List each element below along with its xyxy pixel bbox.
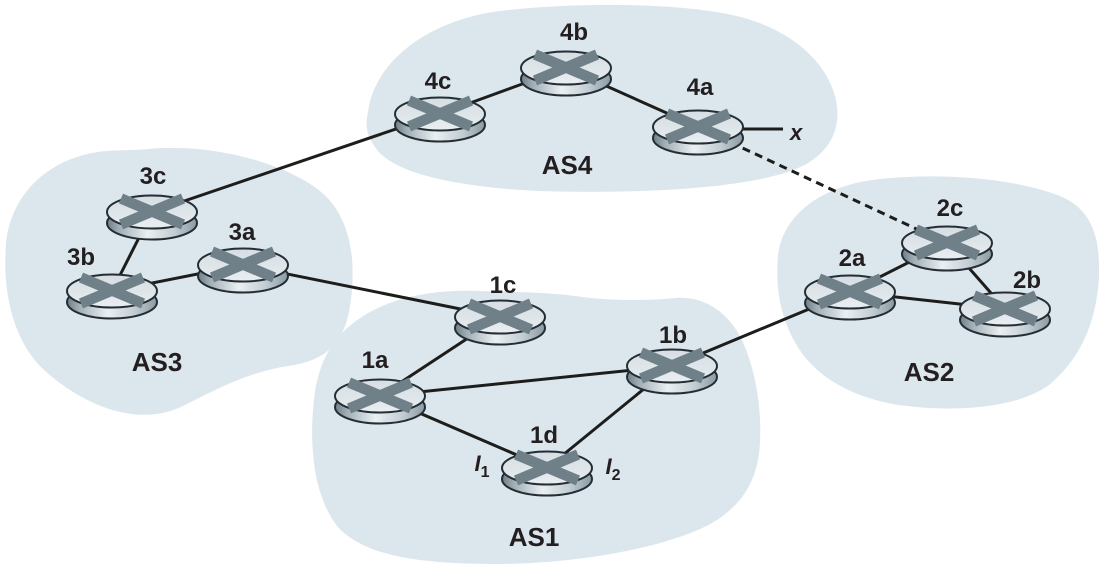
router-2c — [902, 227, 992, 271]
router-2b-label: 2b — [1013, 267, 1041, 294]
x-destination-label: x — [789, 120, 803, 145]
router-1c-label: 1c — [490, 272, 517, 299]
router-4c — [395, 98, 485, 142]
link-3c-4c — [151, 112, 441, 214]
router-1b-label: 1b — [659, 322, 687, 349]
i2-interface-label: I2 — [605, 454, 620, 484]
router-1d — [502, 452, 592, 496]
router-4b — [521, 52, 611, 96]
router-1a-label: 1a — [362, 347, 389, 374]
router-1b — [627, 350, 717, 394]
link-1a-1b — [379, 364, 673, 398]
router-1a — [335, 380, 425, 424]
router-4a — [653, 111, 743, 155]
router-3b-label: 3b — [67, 244, 95, 271]
router-4c-label: 4c — [425, 68, 452, 95]
router-3b — [67, 275, 157, 319]
router-3c — [107, 196, 197, 240]
router-2b — [960, 293, 1050, 337]
as4-label: AS4 — [542, 150, 593, 180]
router-2a-label: 2a — [839, 245, 866, 272]
router-2a — [805, 276, 895, 320]
router-1c — [455, 301, 545, 345]
router-4a-label: 4a — [687, 74, 714, 101]
router-3c-label: 3c — [140, 163, 167, 190]
router-4b-label: 4b — [560, 19, 588, 46]
router-2c-label: 2c — [937, 195, 964, 222]
link-4a-2c-dashed — [705, 129, 939, 241]
router-1d-label: 1d — [530, 422, 558, 449]
as3-region-blob — [5, 147, 353, 415]
as3-label: AS3 — [132, 347, 183, 377]
i1-interface-label: I1 — [474, 451, 489, 481]
as2-label: AS2 — [904, 357, 955, 387]
router-3a — [198, 249, 288, 293]
as1-label: AS1 — [509, 522, 560, 552]
router-3a-label: 3a — [229, 219, 256, 246]
as2-region-blob — [777, 176, 1100, 409]
